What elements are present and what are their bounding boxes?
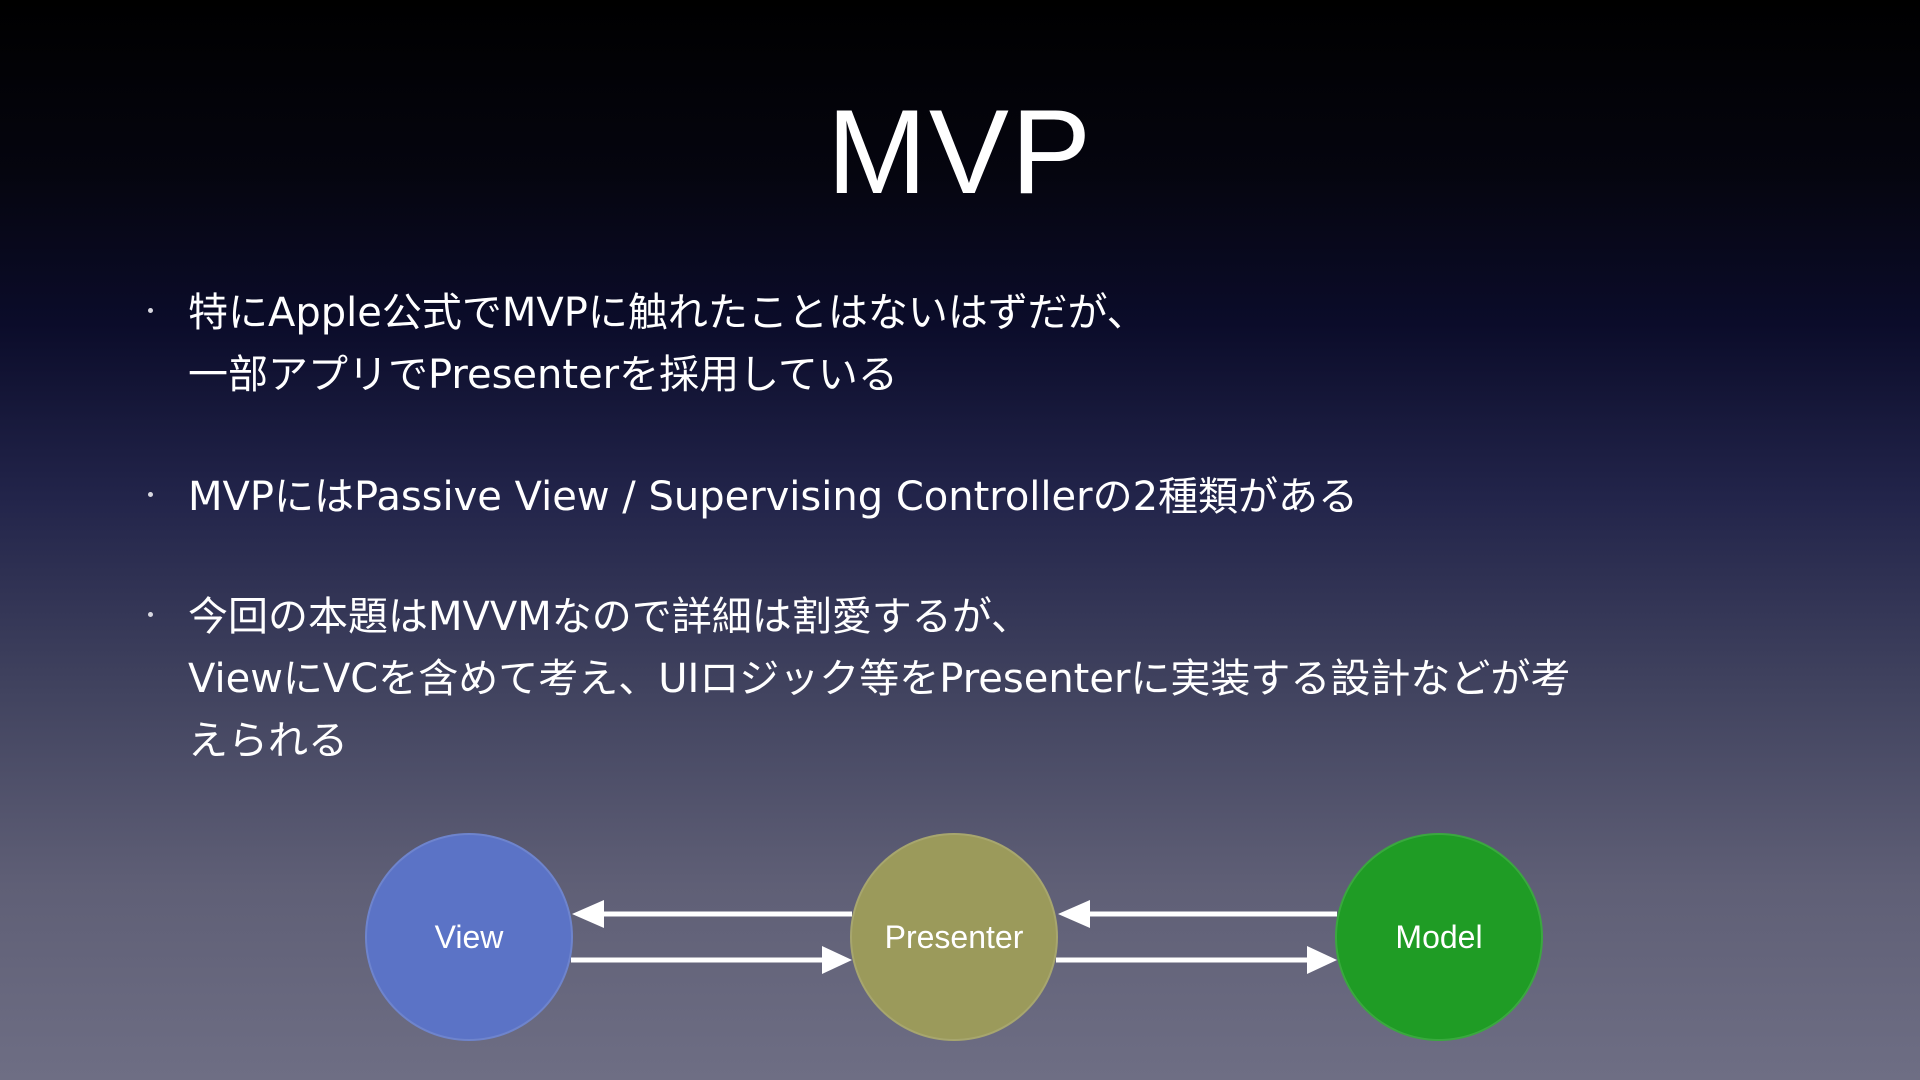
bullet-line: 今回の本題はMVVMなので詳細は割愛するが、 (188, 594, 1031, 640)
bullet-line: ViewにVCを含めて考え、UIロジック等をPresenterに実装する設計など… (188, 656, 1571, 702)
bullet-dot (148, 308, 153, 313)
bullet-line: MVPにはPassive View / Supervising Controll… (188, 474, 1359, 520)
arrow-head (572, 900, 604, 928)
view-node: View (365, 833, 573, 1041)
arrow-head (1058, 900, 1090, 928)
model-node: Model (1335, 833, 1543, 1041)
bullet-dot (148, 492, 153, 497)
bullet-item-3: 今回の本題はMVVMなので詳細は割愛するが、 ViewにVCを含めて考え、UIロ… (148, 586, 1828, 772)
bullet-line: 特にApple公式でMVPに触れたことはないはずだが、 (188, 290, 1147, 336)
arrow-presenter-to-model (1056, 946, 1337, 974)
bullet-item-2: MVPにはPassive View / Supervising Controll… (148, 466, 1828, 528)
arrow-head (1307, 946, 1337, 974)
bullet-line: 一部アプリでPresenterを採用している (188, 352, 898, 398)
slide-title: MVP (826, 85, 1094, 219)
presenter-node-label: Presenter (884, 918, 1024, 955)
bullet-line: えられる (188, 718, 348, 764)
arrow-view-to-presenter (571, 946, 852, 974)
arrow-presenter-to-view (572, 900, 852, 928)
presenter-node: Presenter (850, 833, 1058, 1041)
model-node-label: Model (1395, 918, 1483, 955)
bullet-list: 特にApple公式でMVPに触れたことはないはずだが、 一部アプリでPresen… (148, 282, 1828, 832)
arrow-head (822, 946, 852, 974)
bullet-item-1: 特にApple公式でMVPに触れたことはないはずだが、 一部アプリでPresen… (148, 282, 1828, 406)
bullet-dot (148, 612, 153, 617)
arrow-model-to-presenter (1058, 900, 1337, 928)
view-node-label: View (434, 918, 504, 955)
